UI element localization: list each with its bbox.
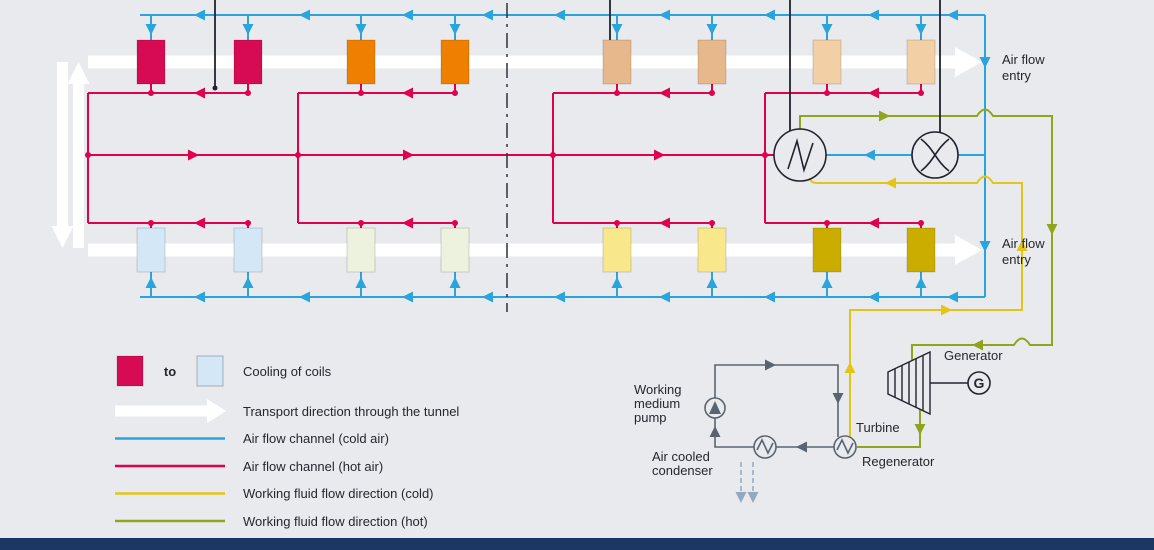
coil-top-7 (812, 39, 842, 85)
transport-arrow-top (88, 47, 982, 77)
air-flow-entry-top-line2: entry (1002, 68, 1031, 83)
legend-cold-coil-swatch (196, 355, 224, 387)
air-flow-entry-bottom-line2: entry (1002, 252, 1031, 267)
coil-bottom-1 (136, 227, 166, 273)
turbine-icon (887, 350, 931, 416)
legend-transport-direction-label: Transport direction through the tunnel (243, 404, 459, 419)
legend-cooling-of-coils-label: Cooling of coils (243, 364, 332, 379)
coil-top-5 (602, 39, 632, 85)
pump-icon (704, 397, 726, 419)
condenser-air-arrows (740, 462, 754, 496)
legend-working-fluid-hot-label: Working fluid flow direction (hot) (243, 514, 428, 529)
air-flow-entry-bottom-label: Air flow entry (1002, 236, 1045, 267)
coil-top-1 (136, 39, 166, 85)
legend-hot-air-label: Air flow channel (hot air) (243, 459, 383, 474)
generator-label: Generator (944, 348, 1003, 363)
condenser-label-line2: condenser (652, 463, 713, 478)
legend-hot-coil-swatch (116, 355, 144, 387)
pump-label-line2: medium (634, 396, 680, 411)
coil-top-8 (906, 39, 936, 85)
legend-transport-arrow-swatch (115, 399, 226, 423)
legend: to Cooling of coils Transport direction … (115, 355, 459, 529)
heat-exchanger-icon (773, 128, 827, 182)
condenser-icon (753, 435, 777, 459)
hot-air-arrows (85, 87, 924, 229)
pump-label-line1: Working (634, 382, 681, 397)
air-flow-entry-bottom-line1: Air flow (1002, 236, 1045, 251)
coil-bottom-7 (812, 227, 842, 273)
coil-bottom-3 (346, 227, 376, 273)
turbine-label: Turbine (856, 420, 900, 435)
coil-row-top (136, 39, 936, 85)
support-line-end-dot (212, 85, 218, 91)
left-circulation-arrow-up (67, 62, 90, 248)
legend-working-fluid-cold-label: Working fluid flow direction (cold) (243, 486, 434, 501)
pump-label-line3: pump (634, 410, 667, 425)
coil-bottom-2 (233, 227, 263, 273)
transport-direction-arrows (51, 47, 982, 265)
coil-row-bottom (136, 227, 936, 273)
legend-cold-air-label: Air flow channel (cold air) (243, 431, 389, 446)
footer-bar (0, 538, 1154, 550)
regenerator-icon (833, 435, 857, 459)
coil-bottom-8 (906, 227, 936, 273)
coil-bottom-5 (602, 227, 632, 273)
left-circulation-arrow-down (51, 62, 74, 248)
coil-top-4 (440, 39, 470, 85)
coil-top-6 (697, 39, 727, 85)
legend-to-text: to (164, 364, 176, 379)
generator-icon (930, 371, 991, 395)
condenser-label-line1: Air cooled (652, 449, 710, 464)
generator-symbol-letter: G (974, 375, 985, 391)
coil-bottom-6 (697, 227, 727, 273)
orc-labels: Working medium pump Air cooled condenser… (634, 348, 1003, 478)
working-fluid-cold-line (809, 175, 1023, 437)
regenerator-label: Regenerator (862, 454, 935, 469)
air-flow-entry-top-line1: Air flow (1002, 52, 1045, 67)
transport-arrow-bottom (88, 235, 982, 265)
coil-bottom-4 (440, 227, 470, 273)
support-lines (214, 0, 941, 132)
coil-top-3 (346, 39, 376, 85)
coil-top-2 (233, 39, 263, 85)
fan-icon (911, 131, 959, 179)
air-flow-entry-top-label: Air flow entry (1002, 52, 1045, 83)
